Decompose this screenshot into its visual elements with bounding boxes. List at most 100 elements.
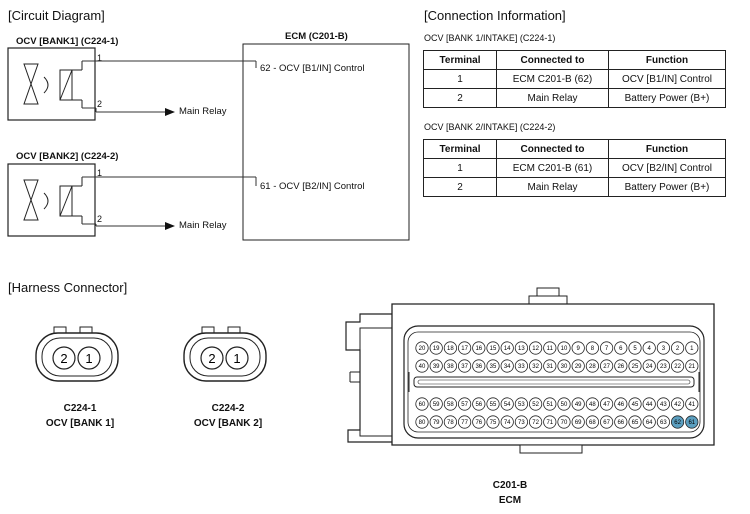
harness-connector-heading: [Harness Connector] [8, 280, 128, 295]
ecm-pin-label: 17 [461, 346, 468, 352]
ecm-pin [514, 359, 528, 373]
ecm-pin [472, 359, 486, 373]
c2-pin2: 2 [208, 351, 215, 366]
ecm-pin-label: 61 [688, 420, 695, 426]
ocv-bank1-symbol [7, 47, 96, 121]
ecm-pin [500, 415, 514, 429]
table-row: 2 Main Relay Battery Power (B+) [423, 88, 726, 108]
ecm-pin-label: 80 [419, 420, 426, 426]
ecm-pin [429, 341, 443, 355]
ecm-pin-label: 4 [648, 346, 652, 352]
ecm-pin-label: 11 [547, 346, 554, 352]
ecm-pin-label: 67 [603, 420, 610, 426]
ecm-pin [543, 415, 557, 429]
ecm-pin-label: 29 [575, 364, 582, 370]
ecm-pin [443, 397, 458, 411]
ecm-pin-label: 39 [433, 364, 440, 370]
ecm-pin [599, 397, 614, 411]
ecm-pin [472, 341, 486, 355]
ecm-pin-label: 60 [419, 402, 426, 408]
ecm-pin [642, 359, 656, 373]
ecm-pin-label: 28 [589, 364, 596, 370]
ecm-box [242, 43, 410, 241]
cell-function: OCV [B2/IN] Control [608, 158, 726, 178]
ecm-pin-label: 69 [575, 420, 582, 426]
table-row: 1 ECM C201-B (61) OCV [B2/IN] Control [423, 158, 726, 178]
ecm-pin-label: 49 [575, 402, 582, 408]
ecm-pin-label: 48 [589, 402, 596, 408]
header-connected: Connected to [496, 139, 609, 159]
ecm-pin [500, 341, 514, 355]
cell-connected: Main Relay [496, 177, 609, 197]
ecm-pin-label: 42 [674, 402, 681, 408]
cell-function: Battery Power (B+) [608, 177, 726, 197]
ecm-pin-label: 77 [461, 420, 468, 426]
ecm-pin-label: 21 [688, 364, 695, 370]
ecm-pin-label: 68 [589, 420, 596, 426]
ecm-pin-label: 19 [433, 346, 440, 352]
c224-1-name: C224-1 [63, 403, 97, 414]
ecm-pin [458, 341, 472, 355]
ecm-pin-label: 50 [561, 402, 568, 408]
ecm-pin [628, 415, 642, 429]
ecm-pin [599, 341, 614, 355]
ecm-pin-label: 46 [617, 402, 624, 408]
ecm-pin [670, 415, 685, 429]
ecm-pin [458, 415, 472, 429]
ecm-pin-label: 18 [447, 346, 454, 352]
ecm-pin-label: 22 [674, 364, 681, 370]
ecm-pin-label: 15 [490, 346, 497, 352]
ecm-pin [628, 397, 642, 411]
ecm-pin-label: 2 [676, 346, 680, 352]
ecm-pin-label: 70 [561, 420, 568, 426]
ecm-pin [685, 397, 699, 411]
ecm-pin-label: 54 [504, 402, 511, 408]
ecm-pin [500, 359, 514, 373]
ocv-bank2-title: OCV [BANK2] (C224-2) [16, 151, 119, 162]
ecm-pin [486, 359, 500, 373]
main-relay-label-2: Main Relay [179, 220, 227, 231]
ecm-pin-label: 40 [419, 364, 426, 370]
ecm-pin [670, 341, 685, 355]
ecm-pin-label: 45 [632, 402, 639, 408]
ecm-pin [670, 397, 685, 411]
ecm-pin-label: 44 [646, 402, 653, 408]
ecm-pin-label: 65 [632, 420, 639, 426]
ecm-pin-label: 7 [605, 346, 609, 352]
ecm-pin-label: 35 [490, 364, 497, 370]
ocv-bank2-symbol [7, 163, 96, 237]
ecm-pin [628, 341, 642, 355]
ecm-pin-label: 74 [504, 420, 511, 426]
c201-b-sub: ECM [498, 495, 522, 506]
ecm-pin [571, 397, 585, 411]
circuit-wiring [7, 43, 410, 241]
ecm-pin [685, 359, 699, 373]
ecm-pin-label: 64 [646, 420, 653, 426]
ecm-pin-label: 41 [688, 402, 695, 408]
c1-pin1: 1 [85, 351, 92, 366]
table-row: 1 ECM C201-B (62) OCV [B1/IN] Control [423, 69, 726, 89]
c2-pin1: 1 [233, 351, 240, 366]
ecm-pin-label: 20 [419, 346, 426, 352]
ecm-pin [472, 415, 486, 429]
ecm-pin62-label: 62 - OCV [B1/IN] Control [260, 63, 365, 74]
ecm-pin [458, 359, 472, 373]
ecm-pin [642, 341, 656, 355]
ecm-pin-label: 27 [603, 364, 610, 370]
header-connected: Connected to [496, 50, 609, 70]
circuit-diagram-heading: [Circuit Diagram] [8, 8, 105, 23]
ecm-pin-label: 6 [619, 346, 623, 352]
ecm-pin-label: 30 [561, 364, 568, 370]
ecm-pin [656, 359, 670, 373]
ecm-pin [599, 415, 614, 429]
connector-c224-1: 2 1 [35, 326, 119, 382]
ecm-pin [585, 415, 599, 429]
ecm-pin-label: 47 [603, 402, 610, 408]
ecm-pin-label: 63 [660, 420, 667, 426]
ecm-pin-label: 8 [591, 346, 595, 352]
c201-b-name: C201-B [492, 480, 528, 491]
ecm-pin [656, 341, 670, 355]
ecm-pin-label: 23 [660, 364, 667, 370]
table-row: 2 Main Relay Battery Power (B+) [423, 177, 726, 197]
ecm-pin [415, 341, 429, 355]
